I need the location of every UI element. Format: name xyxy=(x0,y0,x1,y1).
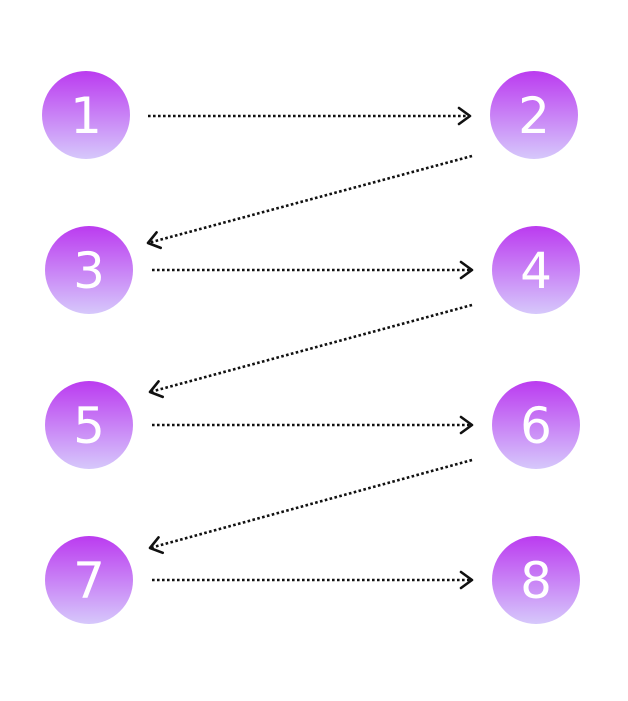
arrow-6-to-7 xyxy=(148,458,473,555)
arrow-3-to-4-head xyxy=(459,260,474,280)
node-3: 3 xyxy=(45,226,133,314)
node-7: 7 xyxy=(45,536,133,624)
node-5: 5 xyxy=(45,381,133,469)
node-4-label: 4 xyxy=(520,242,552,300)
arrow-7-to-8-head xyxy=(459,570,474,590)
arrow-3-to-4 xyxy=(152,260,474,280)
node-1: 1 xyxy=(42,71,130,159)
node-2: 2 xyxy=(490,71,578,159)
node-1-label: 1 xyxy=(70,87,102,145)
node-7-label: 7 xyxy=(73,552,105,610)
node-3-label: 3 xyxy=(73,242,105,300)
arrow-2-to-3 xyxy=(146,154,473,250)
arrow-6-to-7-head xyxy=(148,536,165,555)
arrow-5-to-6-head xyxy=(459,415,474,435)
arrow-4-to-5 xyxy=(148,303,473,399)
arrow-4-to-5-head xyxy=(148,380,165,399)
arrow-7-to-8 xyxy=(152,570,474,590)
arrow-2-to-3-head xyxy=(146,231,162,250)
arrow-4-to-5-line xyxy=(149,303,473,394)
node-6: 6 xyxy=(492,381,580,469)
node-5-label: 5 xyxy=(73,397,105,455)
arrow-1-to-2 xyxy=(148,106,472,126)
node-2-label: 2 xyxy=(518,87,550,145)
arrow-1-to-2-head xyxy=(457,106,472,126)
arrow-5-to-6 xyxy=(152,415,474,435)
arrow-6-to-7-line xyxy=(149,458,473,550)
node-8: 8 xyxy=(492,536,580,624)
node-8-label: 8 xyxy=(520,552,552,610)
node-4: 4 xyxy=(492,226,580,314)
node-6-label: 6 xyxy=(520,397,552,455)
arrow-2-to-3-line xyxy=(147,154,473,245)
